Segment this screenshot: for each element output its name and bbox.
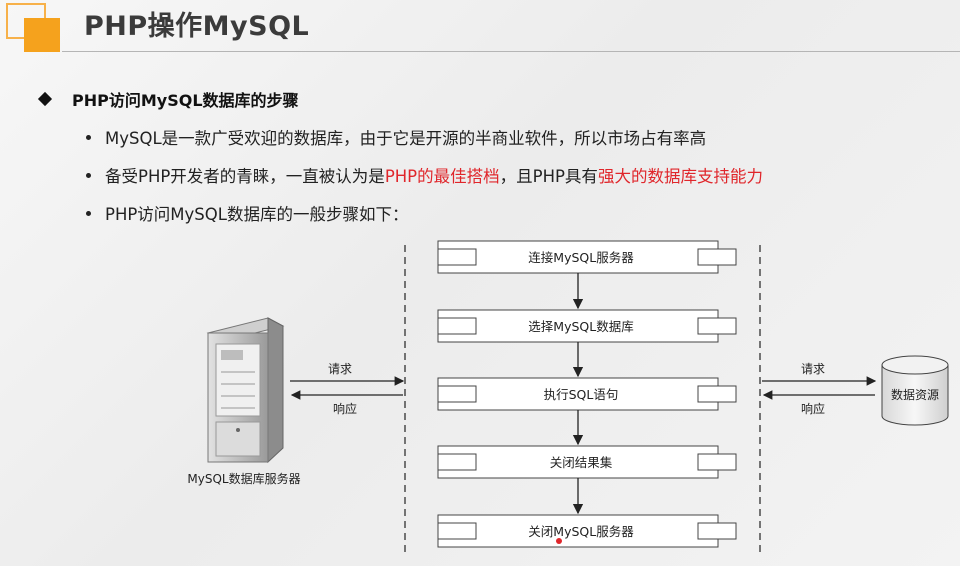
step-label-2: 选择MySQL数据库 bbox=[528, 319, 633, 334]
bullet-text-1: MySQL是一款广受欢迎的数据库，由于它是开源的半商业软件，所以市场占有率高 bbox=[105, 129, 707, 148]
cursor-dot bbox=[556, 538, 562, 544]
bullet-highlight-1: PHP的最佳搭档 bbox=[384, 167, 500, 186]
step-box-1: 连接MySQL服务器 bbox=[437, 240, 737, 274]
right-response-label: 响应 bbox=[801, 401, 825, 416]
step-box-5: 关闭MySQL服务器 bbox=[437, 514, 737, 548]
bullet-text-2b: ，且PHP具有 bbox=[499, 167, 598, 186]
step-label-5: 关闭MySQL服务器 bbox=[528, 524, 634, 539]
datasource-label: 数据资源 bbox=[891, 387, 939, 402]
database-icon bbox=[881, 355, 949, 426]
bullet-dot-icon bbox=[86, 135, 91, 140]
bullet-text-2a: 备受PHP开发者的青睐，一直被认为是 bbox=[105, 167, 385, 186]
step-label-1: 连接MySQL服务器 bbox=[528, 250, 634, 265]
bullet-item-1: MySQL是一款广受欢迎的数据库，由于它是开源的半商业软件，所以市场占有率高 bbox=[86, 125, 706, 149]
left-response-label: 响应 bbox=[333, 401, 357, 416]
left-request-label: 请求 bbox=[328, 362, 352, 376]
section-heading-row: PHP访问MySQL数据库的步骤 bbox=[37, 87, 299, 111]
section-heading: PHP访问MySQL数据库的步骤 bbox=[72, 91, 299, 110]
step-label-4: 关闭结果集 bbox=[550, 455, 613, 470]
step-box-2: 选择MySQL数据库 bbox=[437, 309, 737, 343]
step-box-3: 执行SQL语句 bbox=[437, 377, 737, 411]
bullet-dot-icon bbox=[86, 211, 91, 216]
slide-title: PHP操作MySQL bbox=[84, 11, 310, 42]
bullet-item-3: PHP访问MySQL数据库的一般步骤如下： bbox=[86, 201, 408, 225]
title-divider bbox=[62, 51, 960, 52]
server-icon bbox=[206, 317, 285, 464]
right-request-label: 请求 bbox=[801, 362, 825, 376]
bullet-item-2: 备受PHP开发者的青睐，一直被认为是PHP的最佳搭档，且PHP具有强大的数据库支… bbox=[86, 163, 763, 187]
step-label-3: 执行SQL语句 bbox=[544, 387, 619, 402]
logo-square-fill bbox=[24, 18, 60, 52]
server-label: MySQL数据库服务器 bbox=[187, 471, 300, 486]
bullet-highlight-2: 强大的数据库支持能力 bbox=[597, 167, 763, 186]
bullet-text-3: PHP访问MySQL数据库的一般步骤如下： bbox=[105, 205, 409, 224]
bullet-dot-icon bbox=[86, 173, 91, 178]
step-box-4: 关闭结果集 bbox=[437, 445, 737, 479]
